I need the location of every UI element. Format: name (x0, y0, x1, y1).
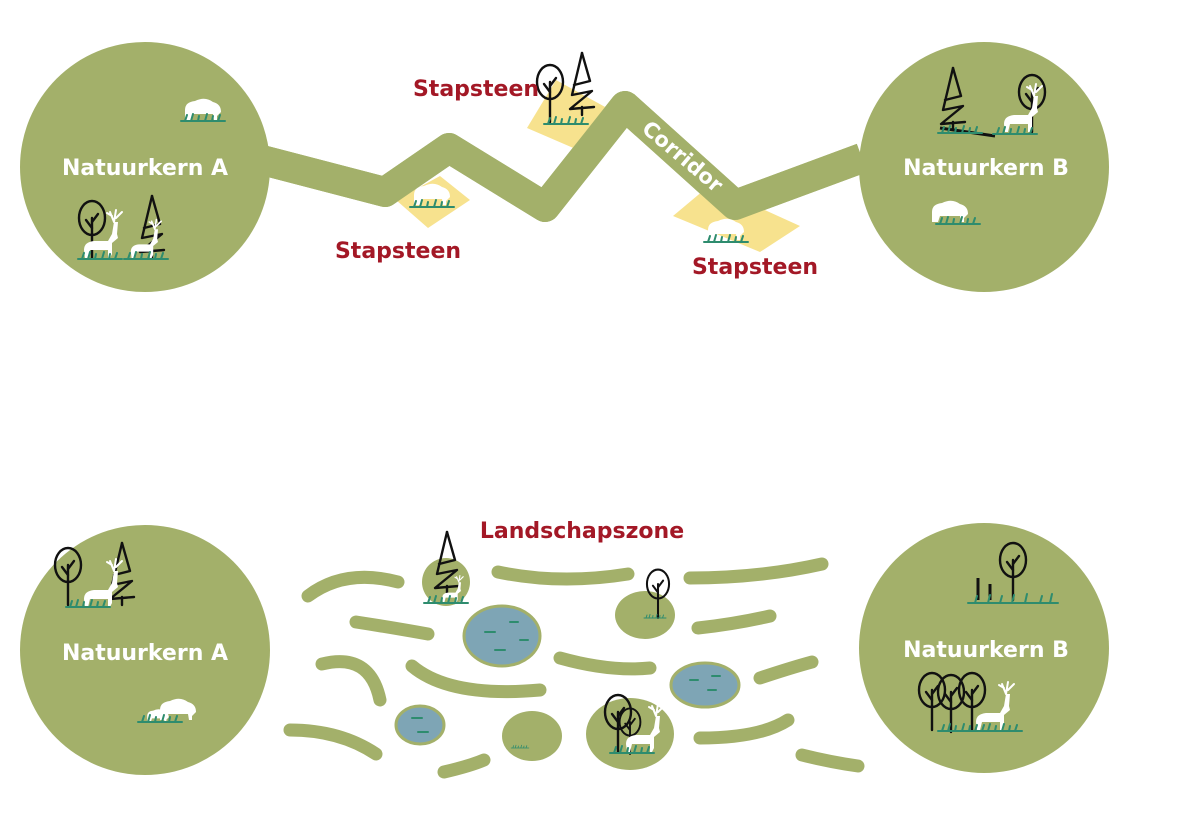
core-b-top-label: Natuurkern B (903, 156, 1069, 181)
habitat-patch (615, 591, 675, 639)
landscape-zone-strips (283, 557, 865, 779)
pond (462, 604, 542, 668)
stepstone-label-1: Stapsteen (335, 239, 461, 264)
pond (669, 661, 741, 709)
landscape-zone-label: Landschapszone (480, 519, 684, 544)
reed-icon (411, 717, 429, 733)
core-a-bottom-label: Natuurkern A (62, 641, 228, 666)
corridor-label: Corridor (637, 116, 728, 198)
top-diagram: Natuurkern A Natuurkern B Stapsteen Stap… (20, 42, 1109, 292)
bottom-diagram: Natuurkern A Natuurkern B (20, 519, 1109, 779)
stepstone-1-area (396, 176, 470, 228)
stepstone-label-3: Stapsteen (692, 255, 818, 280)
reed-icon (689, 675, 721, 691)
core-a-bottom-circle (20, 525, 270, 775)
core-a-top-label: Natuurkern A (62, 156, 228, 181)
grass-icon (967, 593, 1059, 604)
habitat-patch (502, 711, 562, 761)
stepstone-label-2: Stapsteen (413, 77, 539, 102)
core-b-bottom-label: Natuurkern B (903, 638, 1069, 663)
pond (394, 704, 446, 746)
reed-icon (484, 621, 529, 651)
core-b-bottom-circle (859, 523, 1109, 773)
core-b-top-circle (859, 42, 1109, 292)
